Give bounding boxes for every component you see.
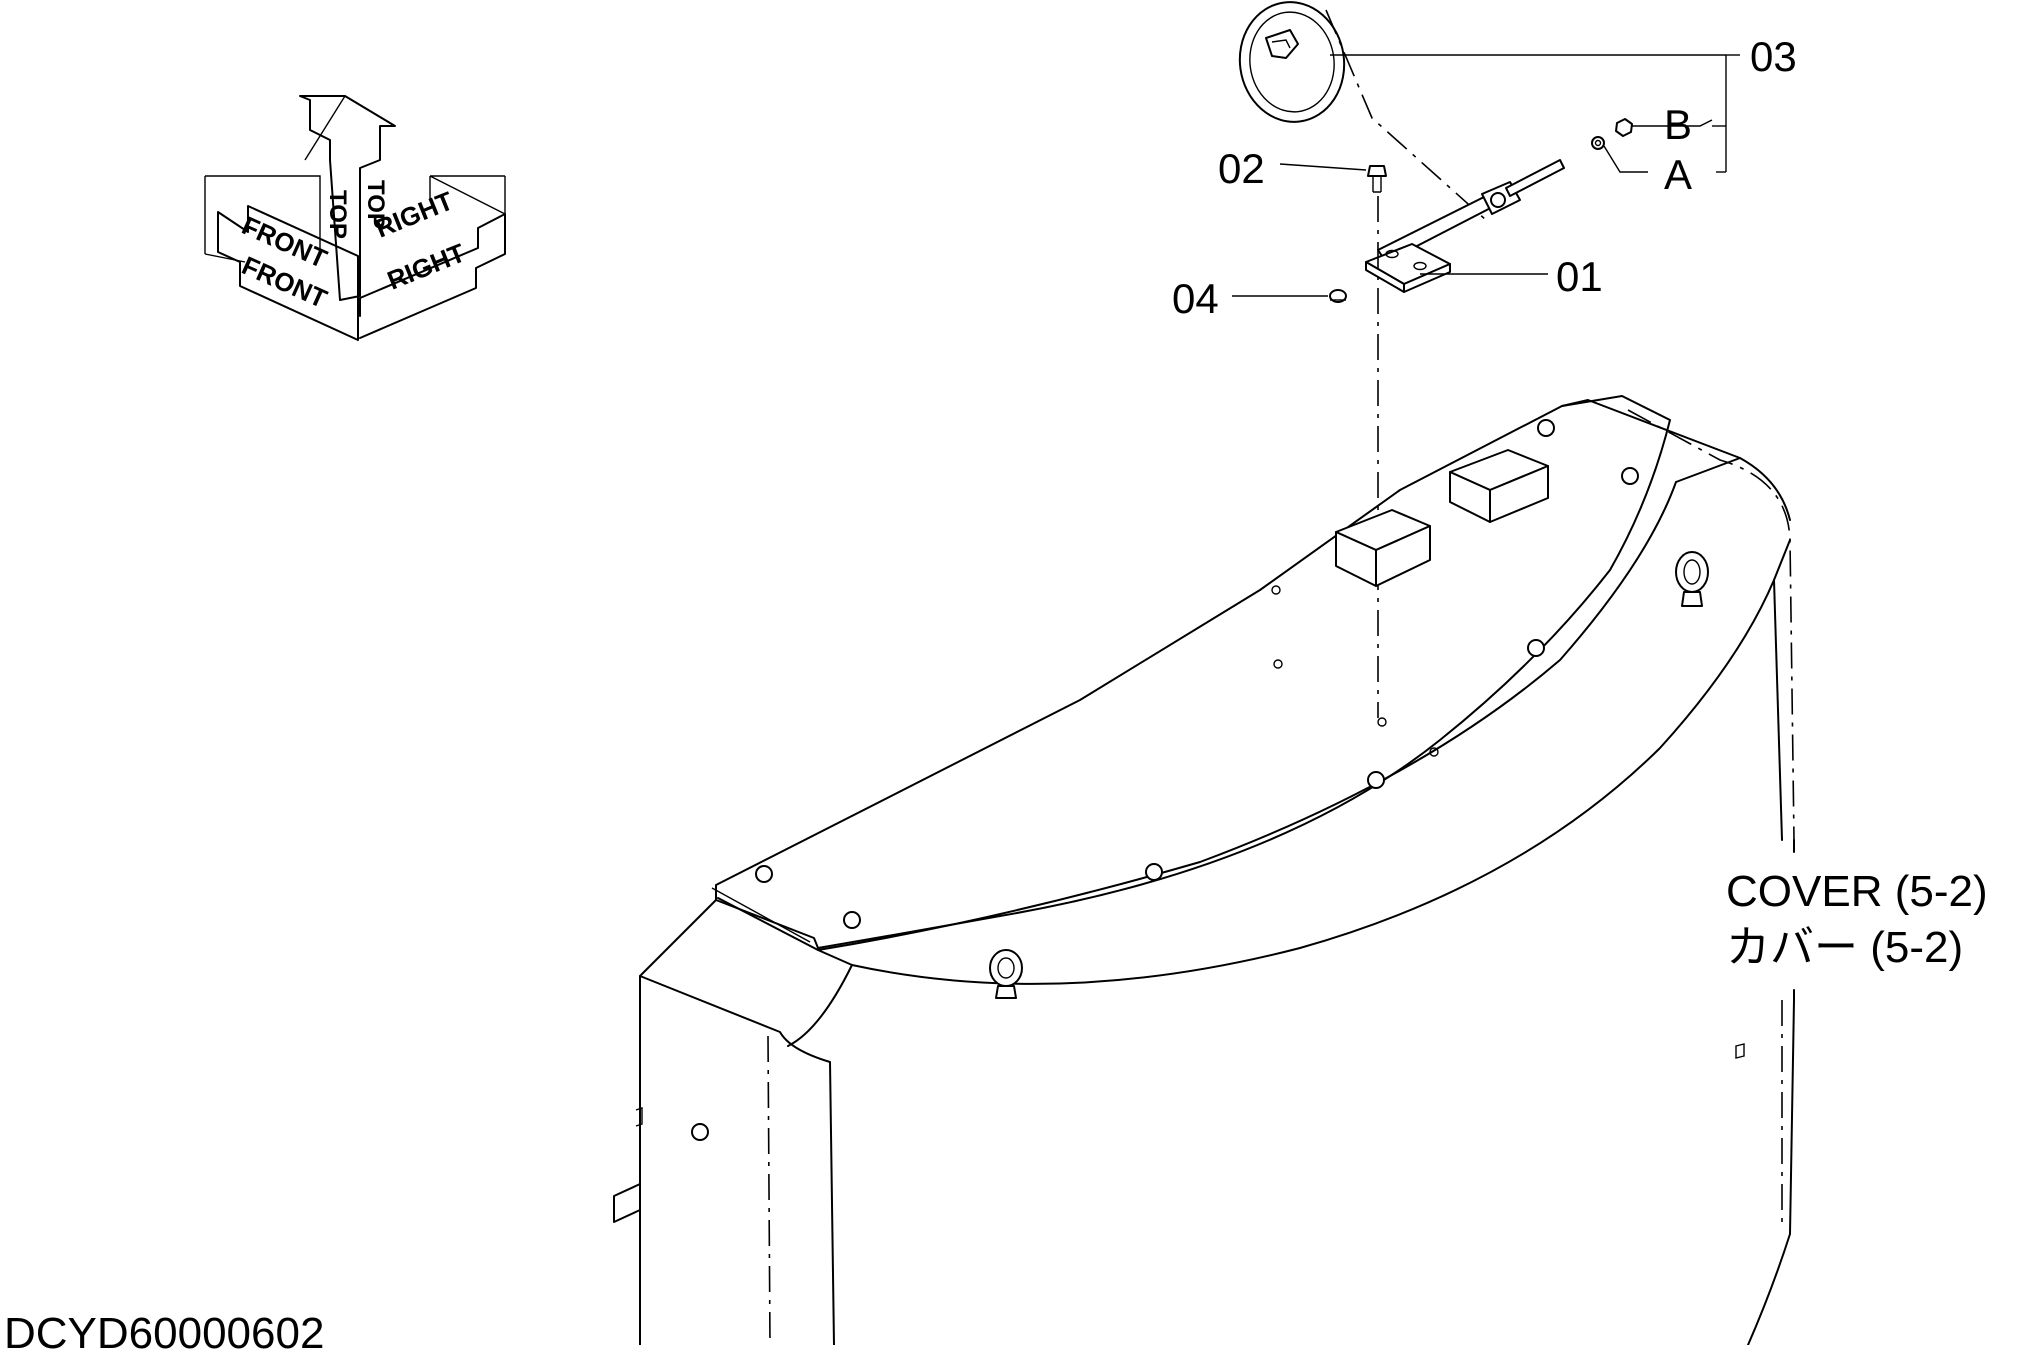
callout-01: 01 bbox=[1556, 253, 1603, 300]
bolt-02-icon bbox=[1367, 165, 1387, 193]
nut-a-icon bbox=[1591, 136, 1605, 150]
callout-a: A bbox=[1664, 151, 1693, 198]
top-label-left: TOP bbox=[324, 190, 351, 239]
callout-04: 04 bbox=[1172, 275, 1219, 322]
top-label-right: TOP bbox=[362, 180, 389, 229]
lifting-eye-left-icon bbox=[989, 949, 1023, 999]
cover-bracket-right-icon bbox=[1449, 449, 1549, 523]
cover-reference-ja: カバー (5-2) bbox=[1726, 923, 1964, 972]
lifting-eye-right-icon bbox=[1675, 551, 1709, 607]
bracket-01-icon bbox=[1365, 243, 1451, 293]
callout-b: B bbox=[1664, 101, 1693, 148]
right-label-lower: RIGHT bbox=[383, 237, 469, 295]
mirror-center-line bbox=[1325, 9, 1487, 221]
mirror-head-icon bbox=[1238, 1, 1346, 123]
drawing-code: DCYD60000602 bbox=[4, 1309, 325, 1358]
cover-reference-en: COVER (5-2) bbox=[1726, 867, 1988, 916]
cover-bracket-left-icon bbox=[1335, 509, 1431, 587]
cover-bolts bbox=[635, 419, 1745, 1141]
top-arrow: TOP TOP bbox=[299, 95, 396, 312]
leader-lines bbox=[1232, 54, 1740, 297]
callout-03: 03 bbox=[1750, 33, 1797, 80]
nut-b-icon bbox=[1615, 118, 1633, 137]
screw-04-icon bbox=[1329, 289, 1347, 303]
orientation-arrows-icon: FRONT FRONT RIGHT RIGHT TOP TOP bbox=[204, 95, 506, 341]
mirror-assembly bbox=[1238, 1, 1633, 718]
callout-02: 02 bbox=[1218, 145, 1265, 192]
cover-body bbox=[613, 395, 1795, 1346]
